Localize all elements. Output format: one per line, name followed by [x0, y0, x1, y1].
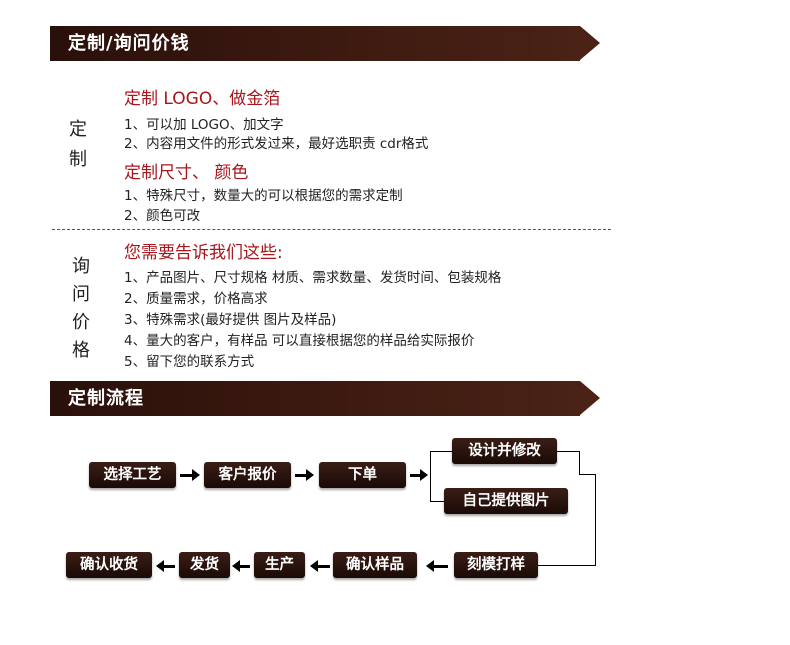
divider	[52, 229, 611, 230]
step-confirm-receipt: 确认收货	[66, 552, 152, 578]
section-title: 定制/询问价钱	[68, 33, 190, 54]
step-confirm-sample: 确认样品	[333, 552, 417, 578]
list-item: 1、产品图片、尺寸规格 材质、需求数量、发货时间、包装规格	[124, 270, 502, 286]
connector-line	[579, 474, 596, 475]
vertical-char: 定	[69, 119, 87, 140]
list-item: 4、量大的客户，有样品 可以直接根据您的样品给实际报价	[124, 333, 475, 349]
arrow-left-icon	[310, 560, 318, 572]
inquiry-heading: 您需要告诉我们这些:	[124, 243, 283, 263]
arrow-right-icon	[420, 469, 428, 481]
connector-line	[579, 451, 580, 474]
inquiry-vertical-label: 询 问 价 格	[66, 252, 96, 364]
vertical-char: 询	[72, 256, 90, 277]
arrow-right-icon	[192, 469, 200, 481]
arrow-right-icon	[306, 469, 314, 481]
banner-bar	[50, 381, 580, 416]
vertical-char: 价	[72, 312, 90, 333]
arrow-shaft	[164, 565, 175, 568]
arrow-shaft	[318, 565, 330, 568]
bracket-line	[430, 451, 452, 452]
connector-line	[595, 474, 596, 565]
step-engrave-sample: 刻模打样	[454, 552, 538, 578]
list-item: 5、留下您的联系方式	[124, 354, 255, 370]
connector-line	[557, 451, 579, 452]
step-ship: 发货	[179, 552, 230, 578]
list-item: 1、特殊尺寸，数量大的可以根据您的需求定制	[124, 188, 403, 204]
step-provide-image: 自己提供图片	[444, 488, 568, 514]
section-banner-process: 定制流程	[50, 381, 600, 416]
arrow-left-icon	[426, 560, 434, 572]
logo-heading: 定制 LOGO、做金箔	[124, 89, 281, 109]
step-select-craft: 选择工艺	[89, 462, 176, 488]
list-item: 2、质量需求，价格高求	[124, 291, 268, 307]
size-heading: 定制尺寸、 颜色	[124, 163, 249, 183]
arrow-shaft	[410, 474, 420, 477]
arrow-left-icon	[232, 560, 240, 572]
banner-arrow	[580, 381, 600, 415]
vertical-char: 问	[72, 284, 90, 305]
section-title: 定制流程	[68, 388, 144, 409]
step-order: 下单	[319, 462, 406, 488]
section-banner-pricing: 定制/询问价钱	[50, 26, 600, 61]
vertical-char: 制	[69, 149, 87, 170]
arrow-shaft	[434, 565, 448, 568]
list-item: 1、可以加 LOGO、加文字	[124, 117, 284, 133]
custom-vertical-label: 定 制	[63, 115, 93, 175]
step-design: 设计并修改	[452, 438, 557, 464]
banner-arrow	[580, 26, 600, 60]
bracket-line	[430, 451, 431, 502]
list-item: 2、内容用文件的形式发过来，最好选职责 cdr格式	[124, 136, 429, 152]
arrow-shaft	[180, 474, 192, 477]
list-item: 3、特殊需求(最好提供 图片及样品)	[124, 312, 337, 328]
banner-bar	[50, 26, 580, 61]
connector-line	[538, 565, 596, 566]
arrow-shaft	[295, 474, 306, 477]
step-produce: 生产	[254, 552, 305, 578]
bracket-line	[430, 501, 444, 502]
arrow-shaft	[240, 565, 250, 568]
list-item: 2、颜色可改	[124, 208, 201, 224]
step-quote: 客户报价	[204, 462, 291, 488]
vertical-char: 格	[72, 340, 90, 361]
arrow-left-icon	[156, 560, 164, 572]
